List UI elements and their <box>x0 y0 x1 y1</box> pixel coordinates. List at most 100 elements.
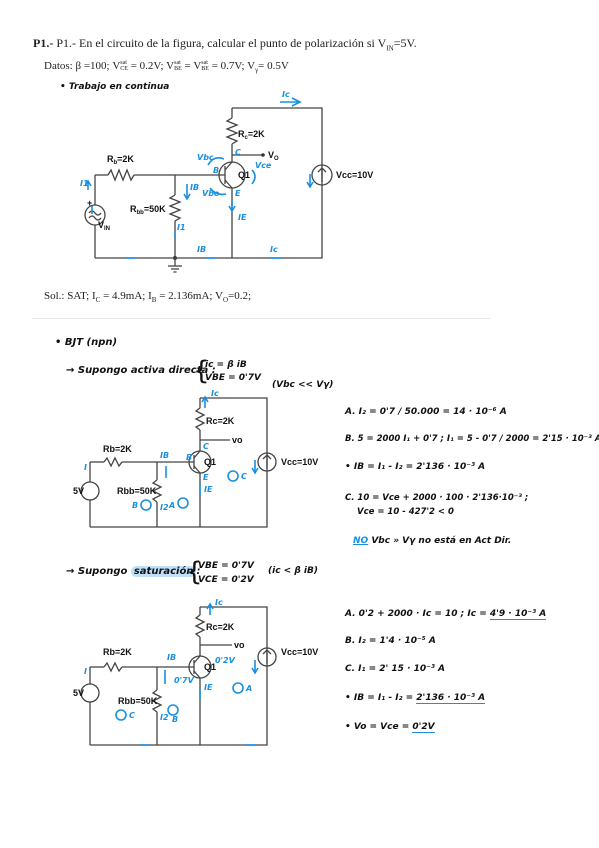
case2-colon: : <box>196 566 201 577</box>
vbe-label: Vbe <box>202 189 220 198</box>
case1-step-ib: • IB = I₁ - I₂ = 2'136 · 10⁻³ A <box>345 462 486 472</box>
vbe-act-sub: BE <box>201 66 209 73</box>
mini2-rc: Rc=2K <box>206 622 235 632</box>
vo-label: V <box>268 150 274 160</box>
rbb-sub: bb <box>137 210 145 216</box>
svg-text:VO: VO <box>268 150 279 162</box>
mini1-vin: 5V <box>73 486 84 496</box>
case2-brace: { <box>186 557 203 587</box>
case1-step-vce: Vce = 10 - 427'2 < 0 <box>357 507 454 517</box>
vin-plus: + <box>87 198 92 208</box>
trabajo-note: • Trabajo en continua <box>60 82 170 92</box>
vce-sat-sup: sat <box>120 60 127 67</box>
vcc-label: Vcc=10V <box>336 170 373 180</box>
mini2-vcc: Vcc=10V <box>281 647 318 657</box>
case2-step-a-result: 4'9 · 10⁻³ A <box>489 609 547 620</box>
mini2-ic: Ic <box>215 598 223 607</box>
bjt-heading: • BJT (npn) <box>55 337 118 348</box>
vbe-act-value: = 0.7V; V <box>211 60 256 72</box>
rbb-label: R <box>130 204 137 214</box>
mini2-vo: vo <box>234 640 245 650</box>
case1-brace: { <box>193 356 210 386</box>
svg-text:Rb=2K: Rb=2K <box>107 154 134 166</box>
mini2-i1: I <box>84 667 87 676</box>
solution-text: Sol.: SAT; I <box>44 290 96 302</box>
case2-saturation: saturación <box>130 566 197 577</box>
mini2-rb: Rb=2K <box>103 647 132 657</box>
vbc-label: Vbc <box>197 153 214 162</box>
node-b-label: B <box>213 166 219 175</box>
vo-sub: O <box>274 156 279 162</box>
solution-mid2: = 2.136mA; V <box>156 290 223 302</box>
vce-label: Vce <box>255 161 272 170</box>
problem-title-end: =5V. <box>393 36 417 50</box>
case1-no: NO <box>353 536 369 546</box>
case2-step-vo-line: • Vo = Vce = 0'2V <box>345 722 435 733</box>
rb-label: R <box>107 154 114 164</box>
case1-condition: (Vbc << Vγ) <box>272 380 334 390</box>
mini2-mesh-b: B <box>172 715 178 724</box>
case2-step-a-line: A. 0'2 + 2000 · Ic = 10 ; Ic = 4'9 · 10⁻… <box>345 609 547 620</box>
mini2-rbb: Rbb=50K <box>118 696 158 706</box>
case2-step-vo: • Vo = Vce = <box>345 722 413 732</box>
case1-no-line: NO Vbc » Vγ no está en Act Dir. <box>353 536 511 546</box>
ib-label: IB <box>190 183 199 192</box>
mini1-mesh-c: C <box>241 472 247 481</box>
mini2-i2: I2 <box>160 713 169 722</box>
case1-step-b: B. 5 = 2000 I₁ + 0'7 ; I₁ = 5 - 0'7 / 20… <box>345 434 599 444</box>
vbe-equals: = <box>184 60 191 72</box>
rc-value: =2K <box>248 129 265 139</box>
vbe-act-symbol: V <box>193 60 202 72</box>
mini1-mesh-a: A <box>168 501 175 510</box>
ic-bottom-label: Ic <box>270 245 278 254</box>
vbe-sat-sub: BE <box>174 66 182 73</box>
mini1-node-b: B <box>186 453 192 462</box>
mini1-rbb: Rbb=50K <box>117 486 157 496</box>
vbe-sat-symbol: V <box>166 60 175 72</box>
case2-step-c: C. I₁ = 2' 15 · 10⁻³ A <box>345 664 445 674</box>
case2-step-vo-result: 0'2V <box>412 722 435 733</box>
ic-top-label: Ic <box>282 90 290 99</box>
case2-eq2: VCE = 0'2V <box>198 575 254 585</box>
mini1-ib: IB <box>160 451 169 460</box>
case2-step-ib: • IB = I₁ - I₂ = <box>345 693 417 703</box>
ie-label: IE <box>238 213 247 222</box>
i-in-label: I1 <box>80 179 89 188</box>
node-e-label: E <box>235 189 241 198</box>
mini1-i1: I <box>84 463 87 472</box>
vbe-sat-sup: sat <box>174 60 181 67</box>
i1-label: I1 <box>177 223 186 232</box>
problem-title: P1.- P1.- En el circuito de la figura, c… <box>33 36 417 53</box>
case2-label-line: → Supongo saturación: <box>66 566 200 577</box>
case2-condition: (ic < β iB) <box>268 566 318 576</box>
mini1-node-e: E <box>203 473 209 482</box>
case2-step-a: A. 0'2 + 2000 · Ic = 10 ; Ic = <box>345 609 490 619</box>
rc-sub: c <box>245 135 249 141</box>
rb-sub: b <box>114 160 118 166</box>
solution-c-sub: C <box>95 296 101 305</box>
mini2-mesh-c: C <box>129 711 135 720</box>
case1-eq2: VBE = 0'7V <box>205 373 262 383</box>
mini1-node-c: C <box>203 442 209 451</box>
solution-o-sub: O <box>222 296 229 305</box>
rc-label: R <box>238 129 245 139</box>
mini2-vce: 0'2V <box>215 656 236 665</box>
case1-no-rest: Vbc » Vγ no está en Act Dir. <box>368 536 512 546</box>
vce-sat-symbol: V <box>112 60 121 72</box>
mini1-ic: Ic <box>211 389 219 398</box>
solution-b-sub: B <box>151 296 157 305</box>
mini1-rc: Rc=2K <box>206 416 235 426</box>
rbb-value: =50K <box>144 204 166 214</box>
ib-bottom-label: IB <box>197 245 206 254</box>
case2-label: → Supongo <box>66 566 128 577</box>
solution-end: =0.2; <box>228 290 252 302</box>
case1-label: → Supongo activa directa : <box>66 365 216 376</box>
vin-subscript: IN <box>386 44 394 53</box>
vgamma-value: = 0.5V <box>258 60 289 72</box>
vin-sub: IN <box>104 226 110 232</box>
datos-label: Datos: β =100; <box>44 60 110 72</box>
mini1-vcc: Vcc=10V <box>281 457 318 467</box>
